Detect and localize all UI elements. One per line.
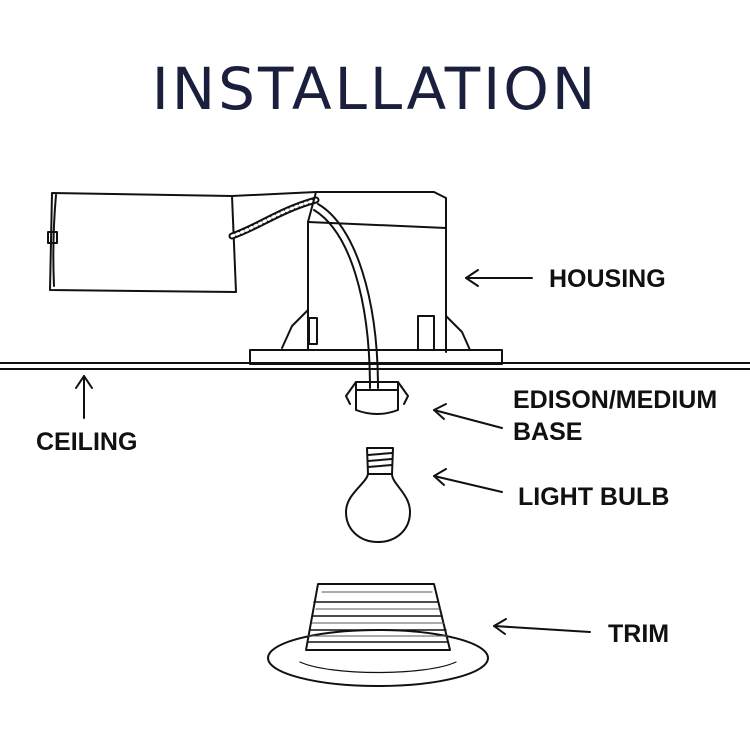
arrow-ceiling: [75, 375, 93, 419]
edison-socket: [345, 381, 409, 415]
diagram-title: INSTALLATION: [151, 55, 599, 123]
junction-box: [47, 192, 237, 293]
label-base-line1: EDISON/MEDIUM: [513, 386, 718, 414]
arrow-trim: [493, 618, 591, 635]
label-ceiling: CEILING: [36, 428, 138, 456]
light-bulb: [345, 447, 411, 543]
label-base-line2: BASE: [513, 418, 583, 446]
flex-conduit: [228, 196, 320, 240]
label-housing: HOUSING: [549, 265, 666, 293]
housing-can: [231, 191, 503, 365]
label-light-bulb: LIGHT BULB: [518, 483, 670, 511]
arrow-base: [433, 403, 503, 429]
trim: [267, 583, 489, 687]
arrow-bulb: [433, 468, 503, 493]
socket-wires: [313, 203, 379, 389]
arrow-housing: [465, 269, 533, 287]
label-trim: TRIM: [608, 620, 670, 648]
